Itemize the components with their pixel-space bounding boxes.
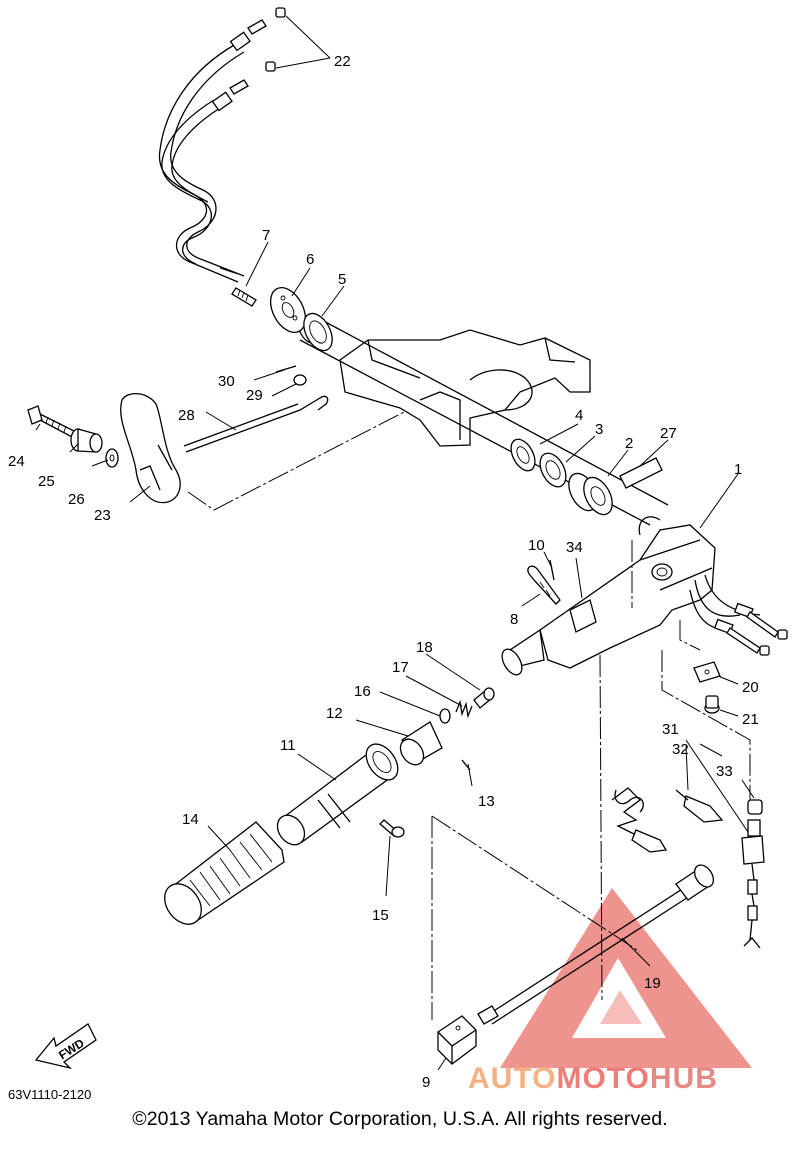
callout-12: 12 bbox=[326, 705, 343, 722]
watermark-part-2: MOTO bbox=[556, 1062, 650, 1095]
part-7-screw bbox=[231, 287, 257, 307]
callout-27: 27 bbox=[660, 425, 677, 442]
stop-switch-31 bbox=[741, 819, 765, 949]
screw-15 bbox=[379, 819, 405, 838]
callout-32: 32 bbox=[672, 741, 689, 758]
spring-17 bbox=[455, 699, 473, 719]
part-6-disc bbox=[269, 287, 307, 333]
lever-23 bbox=[120, 393, 181, 504]
callout-9: 9 bbox=[422, 1074, 430, 1091]
callout-11: 11 bbox=[280, 737, 296, 754]
holder-9 bbox=[437, 1015, 477, 1065]
watermark-part-1: AUTO bbox=[468, 1062, 557, 1095]
washer-4 bbox=[510, 438, 536, 472]
callout-18: 18 bbox=[416, 639, 433, 656]
callout-30: 30 bbox=[218, 373, 235, 390]
callout-4: 4 bbox=[575, 407, 583, 424]
callout-1: 1 bbox=[734, 461, 742, 478]
bolt-24 bbox=[27, 405, 77, 439]
callout-28: 28 bbox=[178, 407, 195, 424]
watermark-part-3: HUB bbox=[649, 1062, 718, 1095]
watermark-brand: AUTOMOTOHUB bbox=[468, 1062, 718, 1096]
callout-17: 17 bbox=[392, 659, 409, 676]
shift-rod-19 bbox=[477, 864, 715, 1025]
washer-26 bbox=[105, 448, 119, 468]
cap-33 bbox=[747, 799, 763, 815]
sleeve-12 bbox=[399, 721, 443, 766]
callout-26: 26 bbox=[68, 491, 85, 508]
bolt-8 bbox=[527, 565, 561, 605]
throttle-shaft-11 bbox=[276, 743, 399, 846]
part-5-ring bbox=[303, 312, 333, 352]
lanyard-32 bbox=[611, 787, 724, 853]
callout-22: 22 bbox=[334, 53, 351, 70]
callout-6: 6 bbox=[306, 251, 314, 268]
copyright-notice: ©2013 Yamaha Motor Corporation, U.S.A. A… bbox=[132, 1108, 668, 1130]
callout-19: 19 bbox=[644, 975, 661, 992]
callout-8: 8 bbox=[510, 611, 518, 628]
washer-16 bbox=[439, 708, 451, 724]
callout-25: 25 bbox=[38, 473, 55, 490]
callout-5: 5 bbox=[338, 271, 346, 288]
callout-15: 15 bbox=[372, 907, 389, 924]
bushing-2 bbox=[568, 472, 613, 516]
callout-16: 16 bbox=[354, 683, 371, 700]
callout-34: 34 bbox=[566, 539, 583, 556]
callout-24: 24 bbox=[8, 453, 25, 470]
callout-20: 20 bbox=[742, 679, 759, 696]
callout-21: 21 bbox=[742, 711, 759, 728]
callout-2: 2 bbox=[625, 435, 633, 452]
washer-3 bbox=[539, 452, 567, 488]
plate-20 bbox=[693, 661, 721, 683]
diagram-code: 63V1110-2120 bbox=[8, 1087, 92, 1102]
callout-29: 29 bbox=[246, 387, 263, 404]
grip-14 bbox=[164, 821, 285, 925]
steering-bracket bbox=[339, 329, 591, 447]
fwd-arrow-icon: FWD bbox=[34, 1023, 97, 1070]
collar-25 bbox=[70, 428, 103, 453]
callout-7: 7 bbox=[262, 227, 270, 244]
callout-numbers: 1 2 3 4 5 6 7 8 9 10 11 12 13 14 15 16 1… bbox=[8, 53, 759, 1091]
callout-3: 3 bbox=[595, 421, 603, 438]
assembly-lines bbox=[187, 411, 751, 1020]
bracket-cables bbox=[689, 574, 788, 656]
callout-31: 31 bbox=[662, 721, 679, 738]
knob-18 bbox=[473, 687, 495, 709]
callout-33: 33 bbox=[716, 763, 733, 780]
callout-23: 23 bbox=[94, 507, 111, 524]
rod-28 bbox=[183, 395, 329, 453]
callout-14: 14 bbox=[182, 811, 199, 828]
steering-handle-bracket-1 bbox=[501, 516, 716, 676]
clip-29-30 bbox=[275, 365, 307, 386]
throttle-cables bbox=[158, 7, 286, 283]
watermark-triangle-logo bbox=[500, 888, 752, 1068]
bolt-21 bbox=[704, 695, 720, 714]
plate-27 bbox=[619, 457, 663, 489]
leader-lines bbox=[35, 15, 755, 1071]
callout-10: 10 bbox=[528, 537, 545, 554]
callout-13: 13 bbox=[478, 793, 495, 810]
pin-10 bbox=[549, 559, 555, 581]
